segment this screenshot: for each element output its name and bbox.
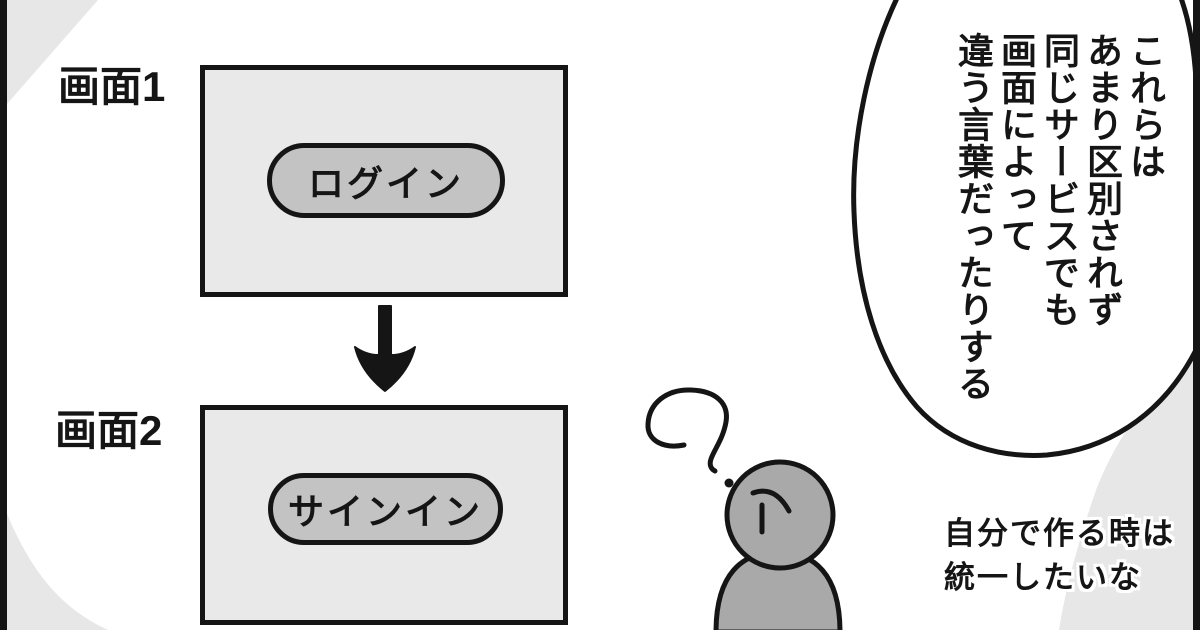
bubble-line: 同じサービスでも — [1038, 32, 1080, 328]
caption-text: 自分で作る時は 統一したいな — [944, 512, 1175, 600]
right-panel-border — [1193, 0, 1200, 630]
left-panel-border — [0, 0, 7, 630]
down-arrow-icon — [354, 305, 416, 392]
login-button-label: ログイン — [307, 162, 464, 205]
screen1-label: 画面1 — [58, 63, 166, 110]
bubble-line: 違う言葉だったりする — [952, 32, 994, 402]
caption-line: 統一したいな — [944, 560, 1142, 595]
bubble-line: あまり区別されず — [1081, 32, 1123, 328]
figure-head — [724, 459, 836, 571]
figure-body — [713, 549, 843, 630]
screen2-label: 画面2 — [55, 407, 163, 454]
caption-line: 自分で作る時は — [944, 516, 1175, 551]
speech-bubble-text: これらは あまり区別されず 同じサービスでも 画面によって 違う言葉だったりする — [951, 32, 1166, 452]
signin-button-label: サインイン — [287, 491, 483, 533]
thinking-figure — [713, 459, 843, 630]
gray-blob-bottom-left — [7, 514, 108, 630]
signin-button[interactable]: サインイン — [268, 473, 503, 545]
bubble-line: これらは — [1124, 32, 1166, 180]
figure-face — [750, 488, 792, 535]
bubble-line: 画面によって — [995, 32, 1037, 254]
question-mark-icon — [645, 387, 734, 488]
login-button[interactable]: ログイン — [267, 143, 505, 218]
